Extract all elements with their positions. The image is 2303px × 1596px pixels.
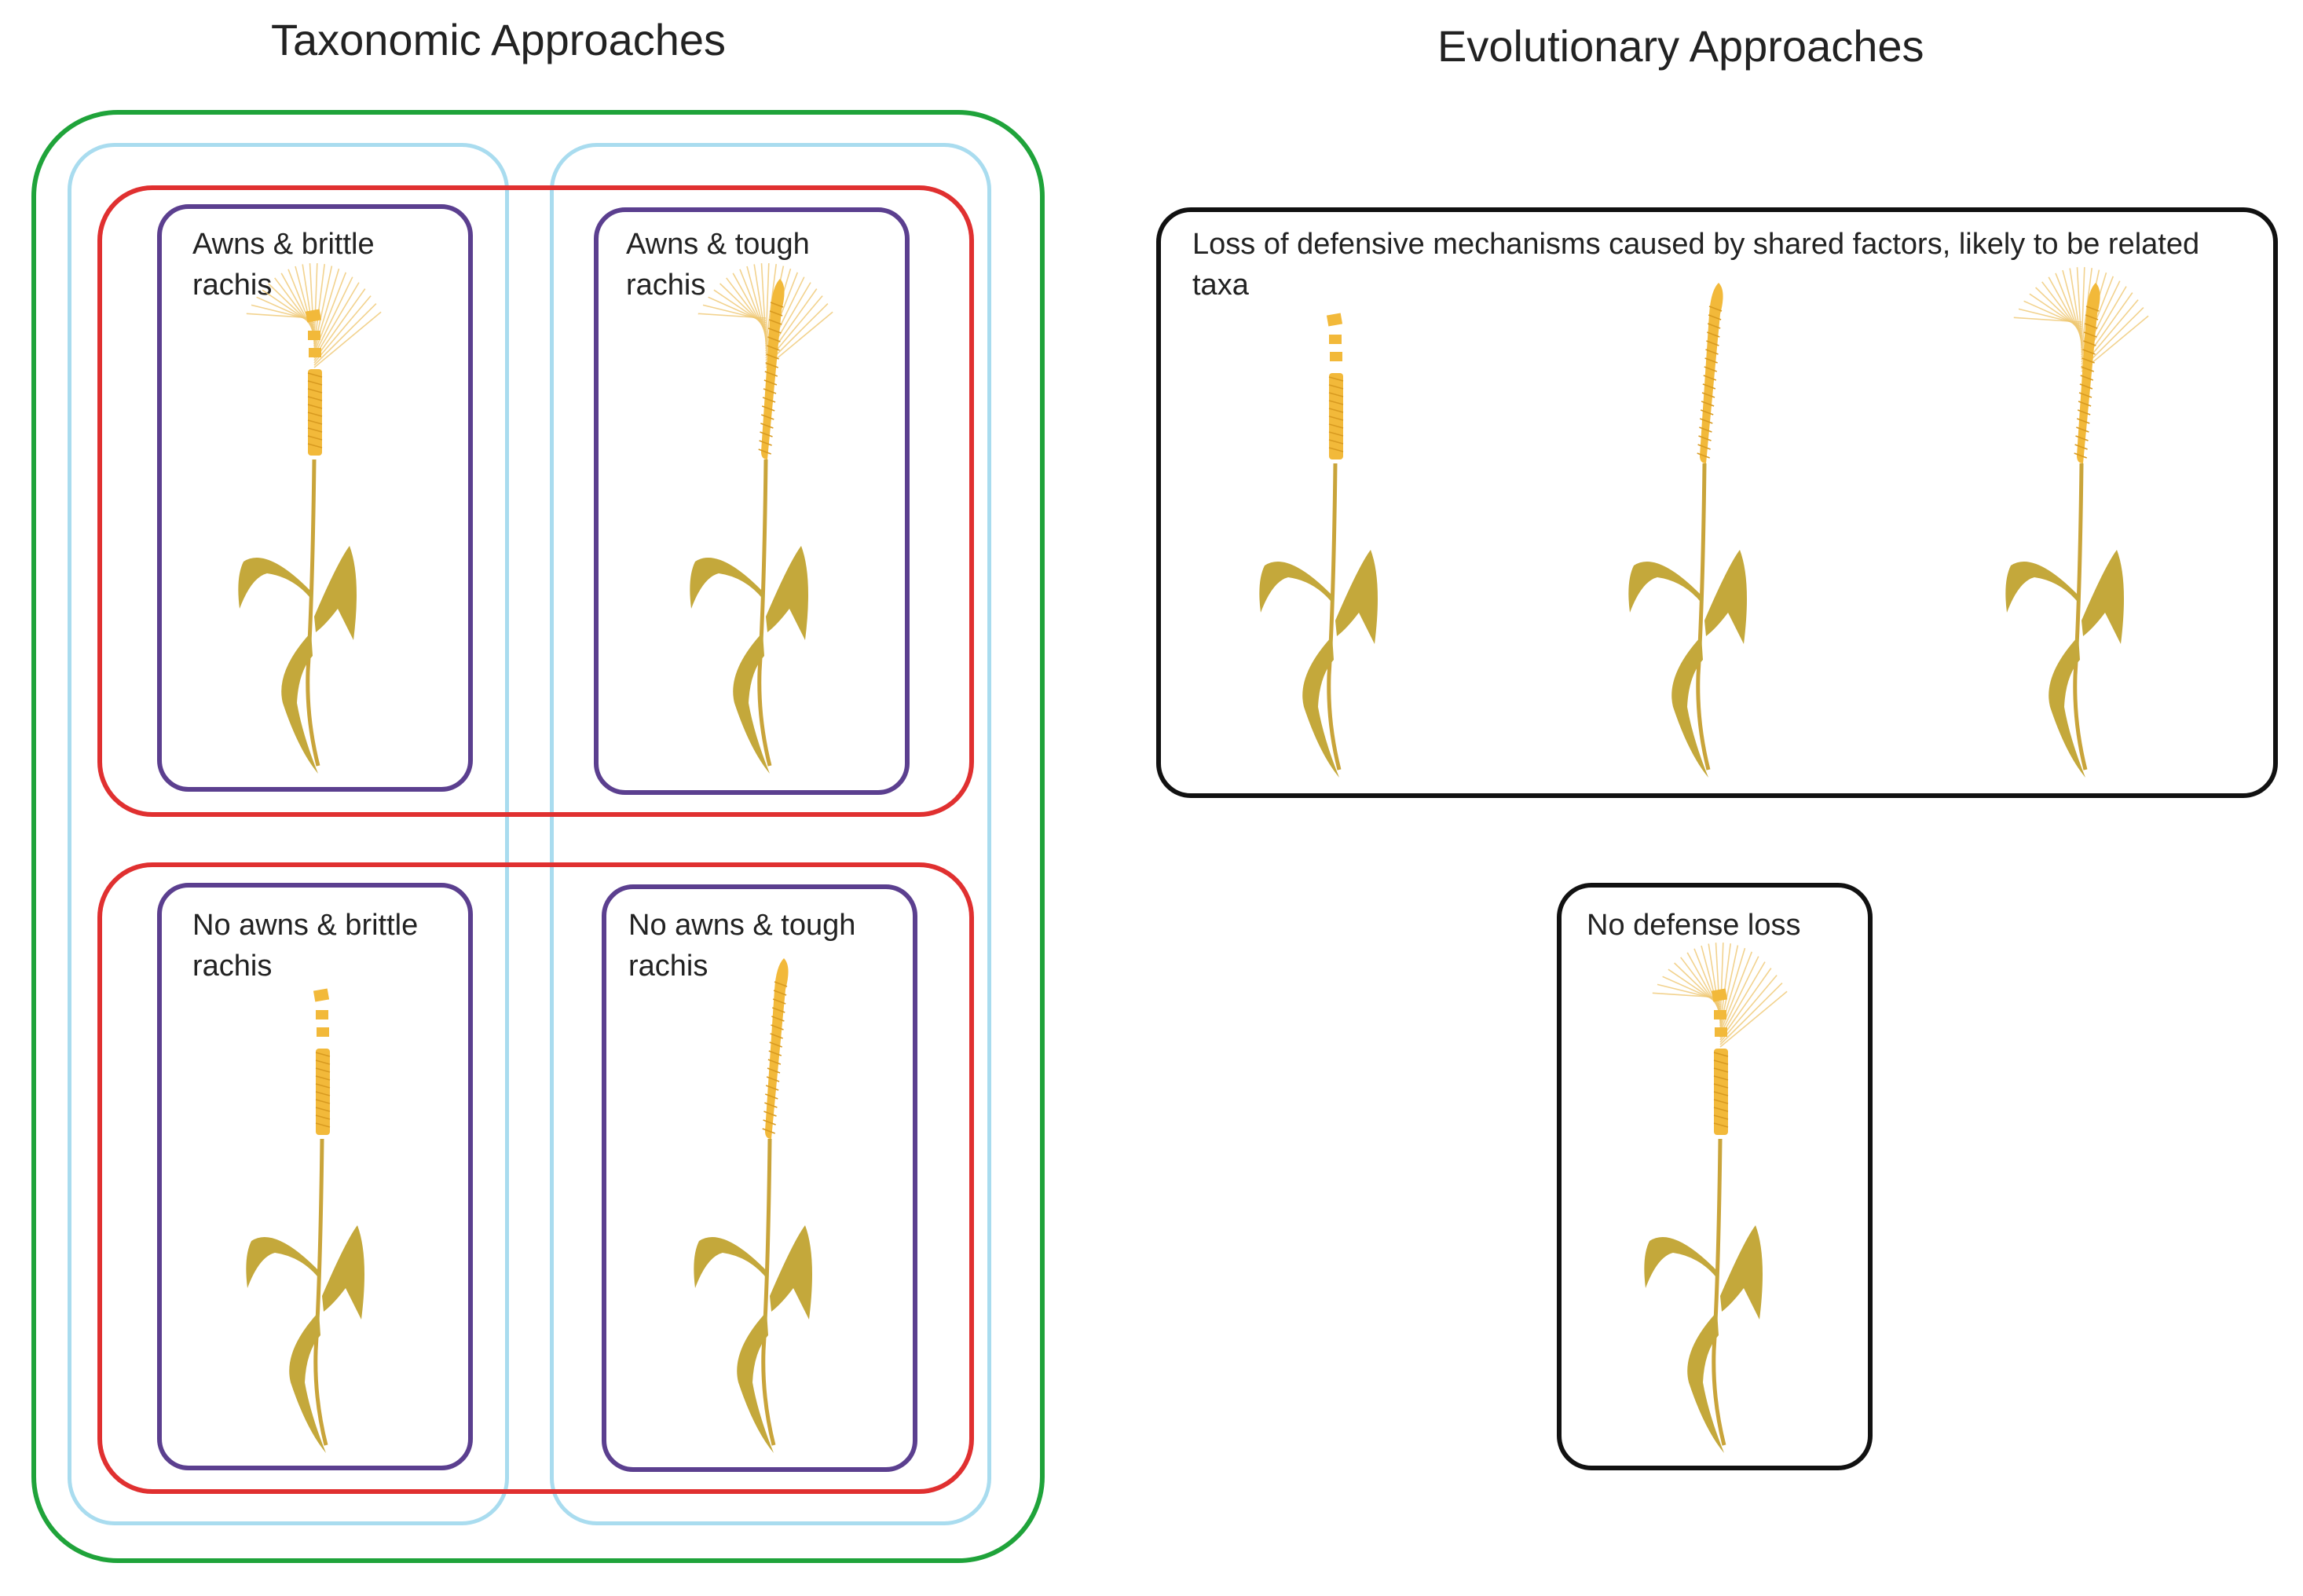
wheat-plant-awnless-brittle: [1241, 267, 1430, 785]
wheat-illustration: [1644, 943, 1788, 1453]
panel-awns-brittle: [157, 204, 473, 792]
label-line: Loss of defensive mechanisms caused by s…: [1192, 228, 2200, 261]
wheat-plant-awned-tough: [672, 263, 860, 782]
wheat-illustration: [1259, 313, 1378, 778]
label-line: Awns & tough: [626, 228, 810, 261]
shared-factors-label: Loss of defensive mechanisms caused by s…: [1192, 224, 2261, 306]
label-line: Awns & brittle: [192, 228, 375, 261]
wheat-plant-awned-tough: [1987, 267, 2176, 785]
no-defense-loss-box: [1557, 883, 1873, 1470]
wheat-plant-awned-brittle: [1626, 943, 1814, 1461]
wheat-plant-awnless-brittle: [228, 943, 416, 1461]
no-defense-loss-label: No defense loss: [1587, 909, 1801, 942]
panel-no-awns-brittle: [157, 883, 473, 1470]
label-line: rachis: [192, 269, 273, 302]
panel-awns-tough-label: Awns & tough rachis: [626, 224, 810, 306]
wheat-illustration: [694, 958, 812, 1453]
awned-group-box: [68, 143, 509, 1525]
label-line: No awns & tough: [628, 909, 856, 942]
panel-no-awns-brittle-label: No awns & brittle rachis: [192, 905, 418, 987]
wheat-illustration: [238, 263, 382, 774]
evolutionary-approaches-title: Evolutionary Approaches: [1437, 21, 1924, 71]
awnless-rachis-row-box: [97, 862, 974, 1494]
label-line: taxa: [1192, 269, 1249, 302]
tough-group-box: [550, 143, 991, 1525]
label-line: No awns & brittle: [192, 909, 419, 942]
wheat-illustration: [1628, 283, 1747, 778]
taxonomic-approaches-title: Taxonomic Approaches: [271, 15, 727, 64]
panel-no-awns-tough-label: No awns & tough rachis: [628, 905, 855, 987]
wheat-illustration: [246, 988, 364, 1453]
wheat-plant-awnless-tough: [1610, 267, 1799, 785]
label-line: rachis: [626, 269, 706, 302]
wheat-illustration: [2005, 267, 2149, 778]
outer-group-box: [31, 110, 1045, 1563]
wheat-plant-awned-brittle: [220, 263, 408, 782]
wheat-illustration: [690, 263, 833, 774]
panel-awns-brittle-label: Awns & brittle rachis: [192, 224, 375, 306]
panel-awns-tough: [594, 207, 910, 795]
label-line: rachis: [628, 950, 708, 983]
wheat-plant-awnless-tough: [676, 943, 864, 1461]
awned-rachis-row-box: [97, 185, 974, 817]
panel-no-awns-tough: [602, 884, 917, 1472]
label-line: rachis: [192, 950, 273, 983]
shared-factors-box: [1156, 207, 2278, 798]
